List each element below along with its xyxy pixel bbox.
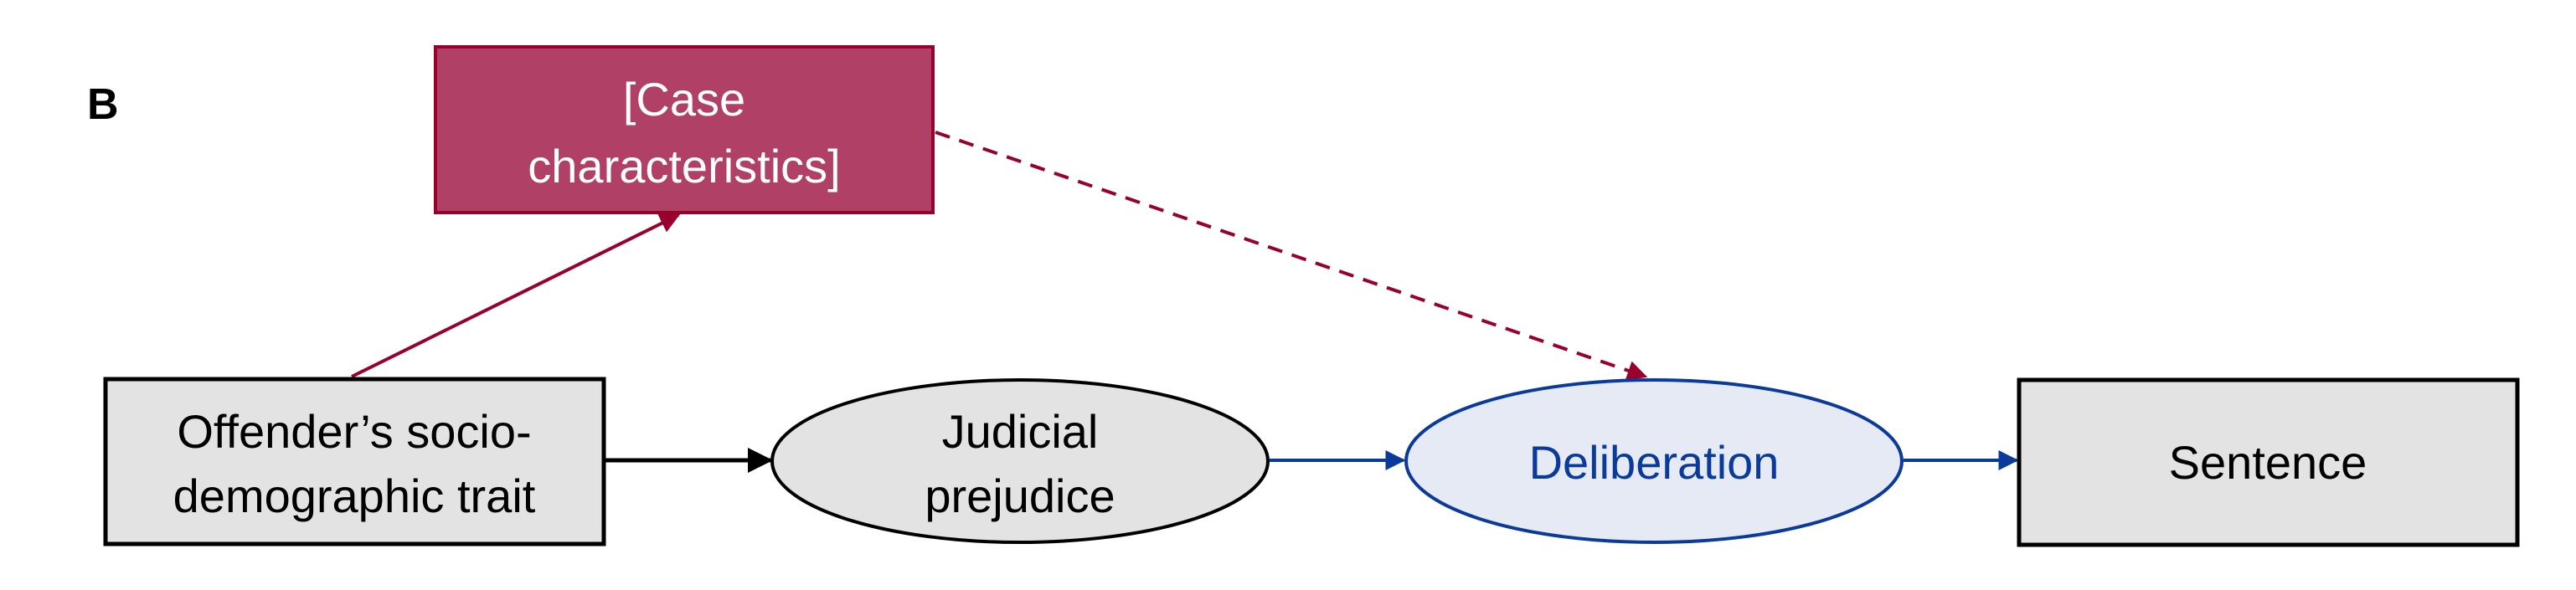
node-sentence: Sentence	[2017, 377, 2520, 547]
edge-case-to-deliberation	[935, 131, 1648, 381]
node-offender-trait: Offender’s socio- demographic trait	[103, 377, 606, 546]
panel-label: B	[87, 80, 119, 129]
judicial-label-line-2: prejudice	[925, 469, 1115, 522]
offender-label-line-1: Offender’s socio-	[177, 405, 531, 458]
deliberation-label: Deliberation	[1529, 436, 1780, 489]
case-label-line-1: [Case	[623, 73, 745, 126]
judicial-label-line-1: Judicial	[942, 405, 1099, 458]
case-label-line-2: characteristics]	[528, 140, 840, 192]
node-judicial-prejudice: Judicial prejudice	[770, 378, 1270, 544]
offender-label-line-2: demographic trait	[173, 469, 536, 522]
edge-offender-to-case	[351, 213, 681, 378]
node-deliberation: Deliberation	[1404, 378, 1904, 544]
sentence-label: Sentence	[2169, 436, 2367, 489]
node-case-characteristics: [Case characteristics]	[434, 45, 935, 214]
